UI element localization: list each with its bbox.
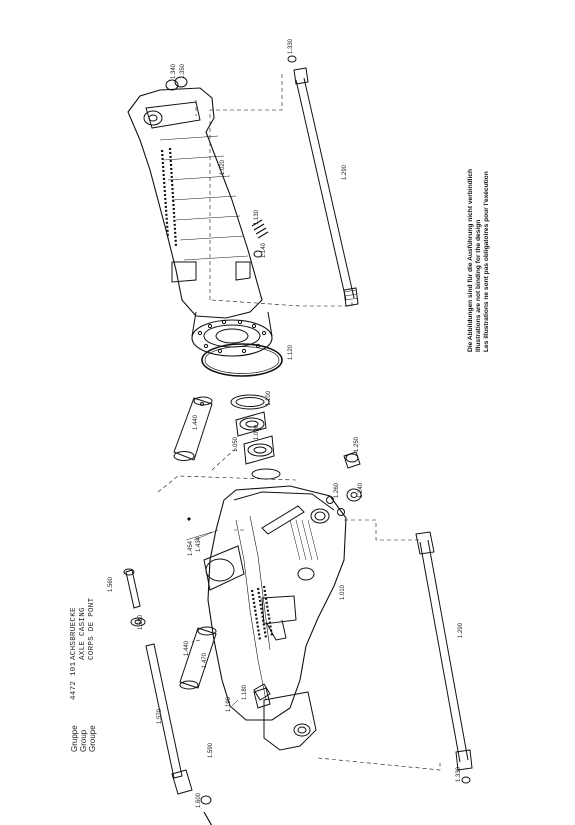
o-ring-1120-inner [204,346,280,374]
callout-1454: 1.454 [188,540,194,556]
upper-axle-casing [127,87,273,357]
callout-1434: 1.434 [196,536,202,552]
callout-1020: 1.020 [220,159,226,175]
tie-rod-assembly [123,568,213,825]
callout-1330-upper: 1.330 [288,38,294,54]
callout-1590: 1.590 [208,742,214,758]
callout-1180: 1.180 [242,684,248,700]
callout-1290-upper: 1.290 [342,164,348,180]
block-1180 [253,687,271,709]
axle-shaft-upper [293,67,359,307]
axle-shaft-lower [415,531,473,784]
callout-1560: 1.560 [108,576,114,592]
assembly-lines [157,74,441,771]
callout-1090: 1.090 [254,424,260,440]
callout-1580: 1.580 [138,614,144,630]
callout-1290-lower: 1.290 [458,622,464,638]
callout-1050: 1.050 [233,436,239,452]
callout-1120: 1.120 [288,344,294,360]
callouts: 1.340 1.350 1.330 1.290 1.020 1.130 1.14… [108,38,464,808]
callout-1350: 1.350 [180,63,186,79]
callout-1140: 1.140 [261,242,267,258]
callout-1470: 1.470 [202,652,208,668]
callout-1240: 1.240 [358,482,364,498]
callout-1130: 1.130 [254,209,260,225]
callout-1330-lower: 1.330 [456,766,462,782]
small-parts-lower [253,451,362,701]
callout-1190: 1.190 [226,696,232,712]
callout-1340: 1.340 [171,63,177,79]
main-axle-casing [203,485,347,751]
small-parts-upper [165,55,297,258]
callout-1010: 1.010 [340,584,346,600]
callout-1100: 1.100 [266,390,272,406]
bearing-set [230,394,281,480]
callout-1570: 1.570 [157,708,163,724]
callout-leaders [185,516,239,707]
pin-1440-lower [179,626,217,690]
pin-1440-upper [173,396,213,461]
o-ring-1120 [201,343,283,377]
callout-1260: 1.260 [334,482,340,498]
callout-1440-lower: 1.440 [184,640,190,656]
callout-1440-upper: 1.440 [193,414,199,430]
callout-1250: 1.250 [354,436,360,452]
callout-1600: 1.600 [196,792,202,808]
